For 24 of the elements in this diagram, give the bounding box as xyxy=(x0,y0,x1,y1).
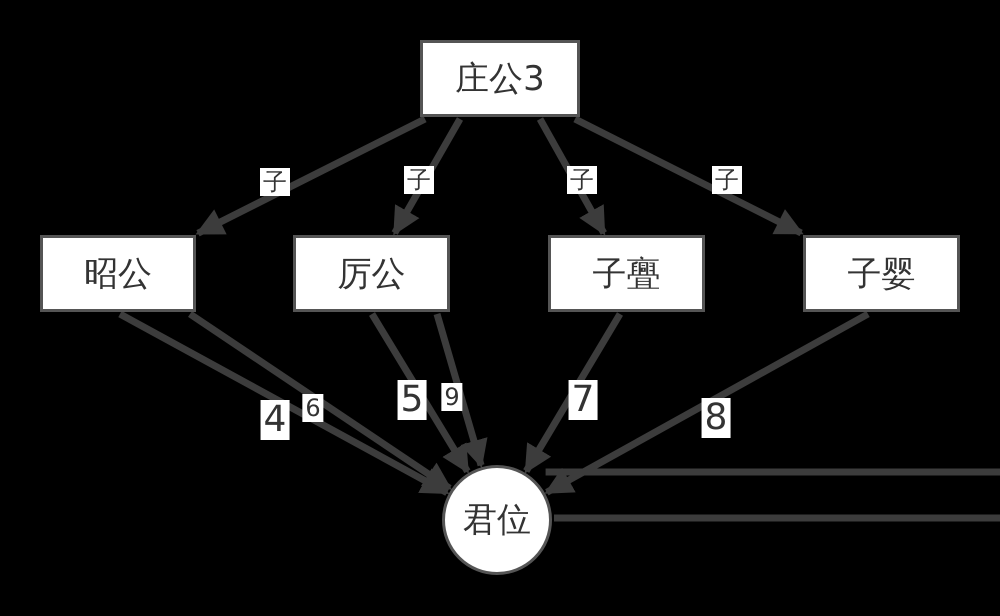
arrow xyxy=(523,312,623,474)
arrow xyxy=(369,312,470,474)
edge-label: 子 xyxy=(712,166,742,194)
edge-label: 7 xyxy=(568,380,598,420)
process-box: 庄公3 xyxy=(420,40,580,117)
process-box: 子亹 xyxy=(548,235,705,312)
edge-label: 4 xyxy=(260,400,290,440)
arrow xyxy=(196,116,427,236)
edge-label: 6 xyxy=(302,394,324,422)
process-box: 昭公 xyxy=(40,235,196,312)
edge-label: 子 xyxy=(567,166,597,194)
process-box: 厉公 xyxy=(293,235,450,312)
arrow xyxy=(434,313,488,468)
edge-label: 9 xyxy=(441,383,463,411)
edge-label: 8 xyxy=(702,398,730,438)
edge-label: 子 xyxy=(404,166,434,194)
circle-node: 君位 xyxy=(442,465,552,575)
arrow xyxy=(544,310,870,496)
arrow xyxy=(118,310,450,496)
arrow xyxy=(188,311,452,492)
process-box: 子婴 xyxy=(803,235,960,312)
arrow xyxy=(573,116,804,236)
edge-label: 子 xyxy=(260,168,290,196)
edge-label: 5 xyxy=(398,380,426,420)
